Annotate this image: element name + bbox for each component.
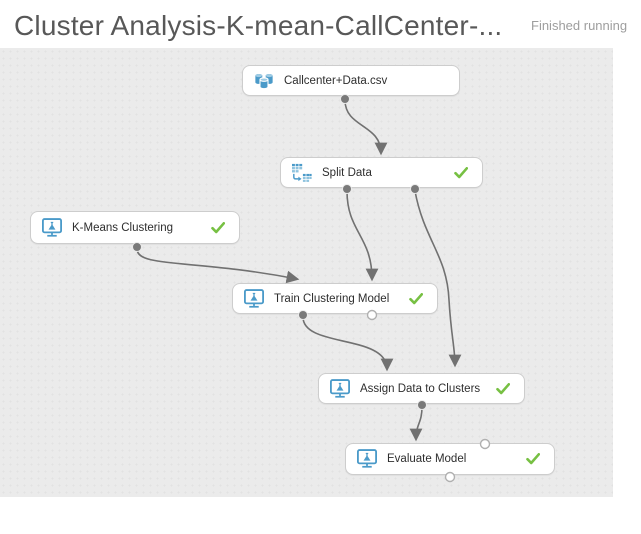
node-label: K-Means Clustering — [72, 221, 173, 234]
node-label: Train Clustering Model — [274, 292, 390, 305]
node-evaluate[interactable]: Evaluate Model — [345, 443, 555, 475]
success-check-icon — [496, 382, 510, 395]
node-train[interactable]: Train Clustering Model — [232, 283, 438, 314]
run-status-label: Finished running — [531, 18, 628, 33]
node-dataset[interactable]: Callcenter+Data.csv — [242, 65, 460, 96]
split-data-icon — [291, 163, 313, 183]
node-assign[interactable]: Assign Data to Clusters — [318, 373, 525, 404]
success-check-icon — [409, 292, 423, 305]
success-check-icon — [454, 166, 468, 179]
module-icon — [243, 288, 265, 309]
node-label: Split Data — [322, 166, 372, 179]
node-label: Callcenter+Data.csv — [284, 74, 388, 87]
experiment-header: Cluster Analysis-K-mean-CallCenter-... F… — [0, 0, 641, 48]
node-label: Evaluate Model — [387, 453, 467, 465]
node-kmeans[interactable]: K-Means Clustering — [30, 211, 240, 244]
node-split[interactable]: Split Data — [280, 157, 483, 188]
success-check-icon — [211, 221, 225, 234]
dataset-icon — [253, 71, 275, 91]
experiment-canvas[interactable] — [0, 48, 613, 497]
node-label: Assign Data to Clusters — [360, 382, 481, 395]
module-icon — [329, 378, 351, 399]
success-check-icon — [526, 453, 540, 465]
experiment-title: Cluster Analysis-K-mean-CallCenter-... — [14, 10, 503, 41]
module-icon — [356, 449, 378, 469]
module-icon — [41, 217, 63, 238]
